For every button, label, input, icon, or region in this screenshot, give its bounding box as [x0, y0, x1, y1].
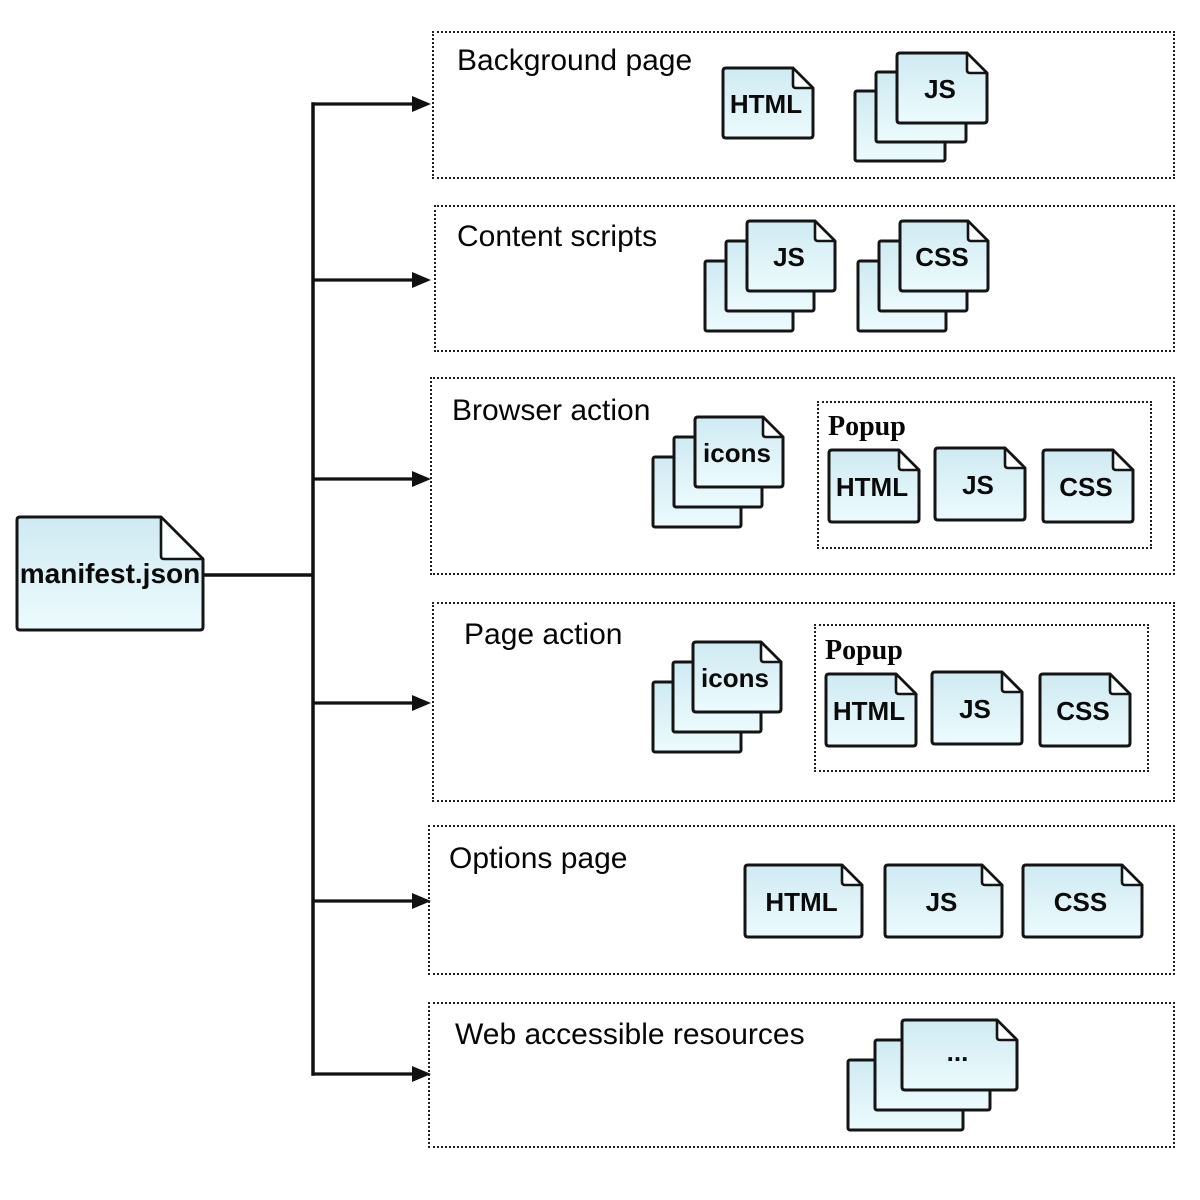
doc-icon-file — [15, 515, 205, 632]
section-content-scripts: Content scripts — [434, 205, 1175, 352]
doc-icon-JS: JS — [883, 863, 1004, 939]
popup-box-browser-action: Popup — [817, 401, 1152, 549]
section-options-page: Options page — [428, 825, 1175, 975]
doc-icon-JS: JS — [930, 670, 1024, 746]
svg-text:JS: JS — [962, 470, 994, 500]
section-title-background-page: Background page — [457, 44, 693, 77]
doc-icon-JS: JS — [895, 51, 989, 125]
doc-icon-icons: icons — [691, 640, 783, 714]
doc-icon-icons: icons — [693, 415, 785, 489]
popup-label: Popup — [828, 411, 906, 442]
svg-text:JS: JS — [926, 887, 958, 917]
svg-text:CSS: CSS — [1056, 696, 1109, 726]
svg-text:CSS: CSS — [915, 242, 968, 272]
doc-icon-more: ... — [900, 1018, 1019, 1092]
svg-text:HTML: HTML — [836, 472, 908, 502]
svg-text:icons: icons — [701, 663, 769, 693]
popup-box-page-action: Popup — [814, 624, 1149, 772]
svg-text:HTML: HTML — [765, 887, 837, 917]
doc-icon-CSS: CSS — [1021, 863, 1144, 939]
section-web-accessible-resources: Web accessible resources — [428, 1002, 1175, 1148]
section-page-action: Page action Popup — [432, 602, 1175, 802]
manifest-file-node: manifest.json — [15, 515, 205, 632]
svg-text:icons: icons — [703, 438, 771, 468]
svg-text:...: ... — [947, 1037, 969, 1067]
section-title-web-accessible-resources: Web accessible resources — [455, 1018, 805, 1051]
svg-text:JS: JS — [924, 74, 956, 104]
doc-icon-JS: JS — [745, 219, 837, 293]
doc-icon-CSS: CSS — [1038, 672, 1132, 748]
section-title-options-page: Options page — [449, 842, 628, 875]
doc-icon-HTML: HTML — [743, 863, 864, 939]
doc-icon-JS: JS — [933, 446, 1027, 522]
section-title-content-scripts: Content scripts — [457, 220, 658, 253]
section-background-page: Background page — [432, 31, 1175, 179]
doc-icon-HTML: HTML — [824, 672, 918, 748]
svg-text:HTML: HTML — [833, 696, 905, 726]
doc-icon-HTML: HTML — [721, 66, 815, 140]
svg-text:JS: JS — [773, 242, 805, 272]
doc-icon-CSS: CSS — [898, 219, 990, 293]
svg-text:JS: JS — [959, 694, 991, 724]
section-title-browser-action: Browser action — [452, 394, 651, 427]
svg-text:CSS: CSS — [1054, 887, 1107, 917]
section-browser-action: Browser action Popup — [430, 377, 1175, 575]
doc-icon-CSS: CSS — [1041, 448, 1135, 524]
doc-icon-HTML: HTML — [827, 448, 921, 524]
section-title-page-action: Page action — [464, 618, 623, 651]
manifest-label: manifest.json — [19, 557, 201, 589]
svg-text:HTML: HTML — [730, 89, 802, 119]
popup-label: Popup — [825, 635, 903, 666]
svg-text:CSS: CSS — [1059, 472, 1112, 502]
